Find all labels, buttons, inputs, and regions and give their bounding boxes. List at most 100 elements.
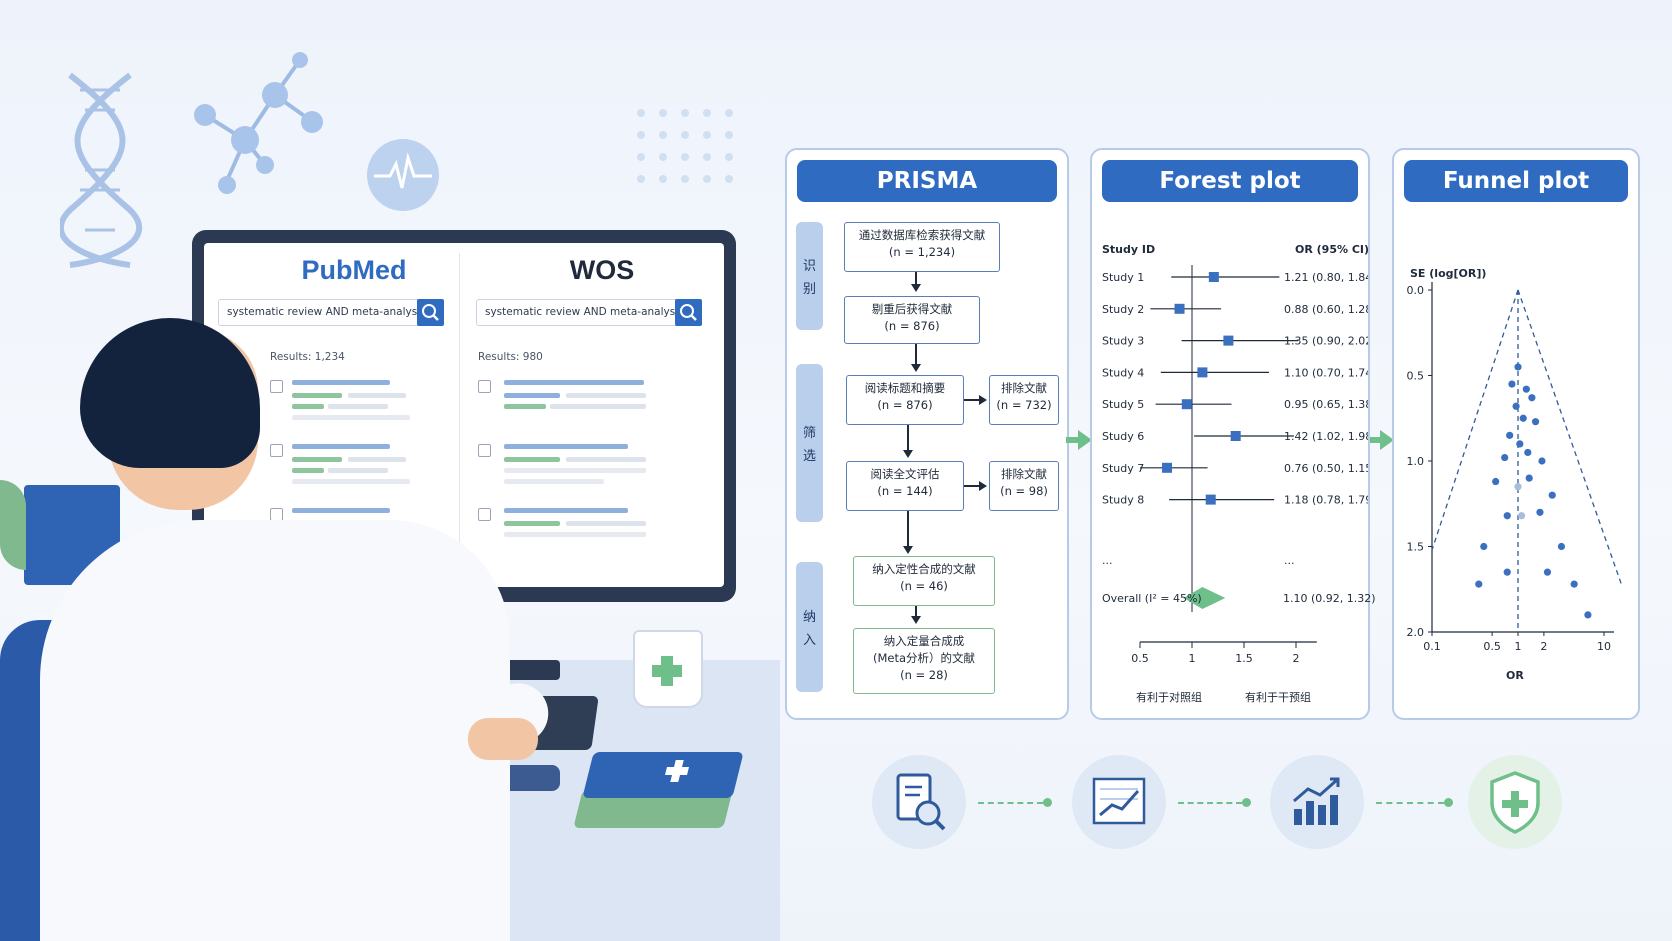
x-tick-label: 1: [1189, 652, 1196, 665]
funnel-right-bound: [1517, 289, 1623, 587]
stage-label: 别: [802, 282, 816, 297]
funnel-point: [1519, 414, 1527, 422]
funnel-left-bound: [1431, 289, 1519, 551]
checkbox[interactable]: [478, 508, 491, 521]
list-item[interactable]: [478, 508, 646, 558]
stage-inclusion: 纳入: [796, 562, 823, 692]
funnel-point: [1538, 457, 1546, 465]
funnel-point: [1522, 385, 1530, 393]
pubmed-search-input[interactable]: systematic review AND meta-analysis: [218, 299, 444, 326]
study-label: Study 5: [1102, 398, 1144, 411]
stage-label: 入: [802, 633, 816, 648]
funnel-point: [1543, 568, 1552, 576]
funnel-point: [1512, 402, 1520, 410]
arrow-icon: [903, 450, 913, 458]
workflow-step-search: [872, 755, 966, 849]
prisma-box-title-abstract: 阅读标题和摘要(n = 876): [846, 375, 964, 425]
x-tick-label: 1: [1515, 640, 1522, 653]
study-ci-label: 1.42 (1.02, 1.98): [1284, 430, 1368, 443]
funnel-point: [1517, 512, 1526, 520]
study-ci-label: 0.76 (0.50, 1.15): [1284, 462, 1368, 475]
workflow-connector: [1178, 802, 1242, 804]
study-point: [1230, 431, 1241, 441]
wos-title: WOS: [569, 255, 635, 285]
overall-ci: 1.10 (0.92, 1.32): [1283, 592, 1376, 605]
box-text: 阅读全文评估: [870, 467, 940, 481]
study-point: [1174, 303, 1185, 314]
researcher-hand: [468, 718, 538, 760]
list-item[interactable]: [270, 380, 425, 430]
x-tick-label: 2: [1540, 640, 1547, 653]
study-ci-label: 0.88 (0.60, 1.28): [1284, 303, 1368, 316]
study-ci-label: 1.35 (0.90, 2.02): [1284, 335, 1368, 348]
prisma-box-quantitative: 纳入定量合成成(Meta分析）的文献(n = 28): [853, 628, 995, 694]
molecule-icon: [194, 52, 323, 194]
checkbox[interactable]: [478, 380, 491, 393]
funnel-point: [1514, 483, 1522, 491]
stage-screening: 筛选: [796, 364, 823, 522]
wos-search-input[interactable]: systematic review AND meta-analysis: [476, 299, 702, 326]
x-tick-label: 0.1: [1423, 640, 1441, 653]
book-blue: [582, 752, 744, 798]
box-count: (n = 28): [900, 668, 948, 682]
stage-identification: 识别: [796, 222, 823, 330]
coffee-mug: [633, 630, 703, 708]
funnel-xlabel: OR: [1506, 669, 1524, 682]
prisma-title: PRISMA: [797, 160, 1057, 202]
list-item[interactable]: [478, 380, 646, 430]
checkbox[interactable]: [270, 444, 283, 457]
study-point: [1162, 462, 1173, 473]
xlabel-favors-intervention: 有利于干预组: [1245, 691, 1311, 704]
workflow-dot: [1444, 798, 1453, 807]
checkbox[interactable]: [478, 444, 491, 457]
pane-divider: [459, 253, 460, 573]
study-label: Study 2: [1102, 303, 1144, 316]
box-count: (n = 144): [877, 484, 933, 498]
arrow-icon: [911, 284, 921, 292]
box-text: 排除文献: [1001, 381, 1047, 395]
pubmed-search-button[interactable]: [417, 299, 444, 326]
prisma-box-excluded-2: 排除文献(n = 98): [989, 461, 1059, 511]
workflow-step-conclusion: [1468, 755, 1562, 849]
box-count: (n = 732): [996, 398, 1052, 412]
overall-label: Overall (I² = 45%): [1102, 592, 1202, 605]
stage-label: 识: [802, 259, 816, 274]
y-tick-label: 0.5: [1407, 370, 1425, 383]
illustration: PubMed systematic review AND meta-analys…: [0, 0, 780, 941]
box-text: 纳入定量合成成: [883, 634, 965, 648]
arrow-icon: [903, 546, 913, 554]
funnel-point: [1536, 508, 1544, 516]
wos-query: systematic review AND meta-analysis: [485, 306, 684, 318]
workflow-connector: [1376, 802, 1444, 804]
shield-plus-icon: [1490, 771, 1540, 834]
box-text: 排除文献: [1001, 467, 1047, 481]
medical-cross-icon: [652, 656, 682, 686]
search-document-icon: [896, 773, 946, 831]
col-or-ci: OR (95% CI): [1295, 243, 1370, 256]
funnel-point: [1480, 542, 1488, 551]
study-point: [1197, 367, 1208, 378]
study-point: [1181, 399, 1192, 410]
y-tick-label: 1.0: [1407, 455, 1425, 468]
forest-ellipsis: ...: [1102, 554, 1113, 567]
wos-search-button[interactable]: [675, 299, 702, 326]
box-count: (n = 46): [900, 579, 948, 593]
funnel-point: [1475, 580, 1483, 588]
study-label: Study 4: [1102, 366, 1144, 379]
study-label: Study 3: [1102, 335, 1144, 348]
stage-label: 选: [802, 449, 816, 464]
checkbox[interactable]: [270, 380, 283, 393]
stage-label: 纳: [802, 610, 816, 625]
box-text: 纳入定性合成的文献: [872, 562, 976, 576]
list-item[interactable]: [270, 444, 425, 494]
box-text: 剔重后获得文献: [871, 302, 953, 316]
heartbeat-icon: [367, 139, 439, 211]
funnel-title: Funnel plot: [1404, 160, 1628, 202]
study-ci-label: 0.95 (0.65, 1.38): [1284, 398, 1368, 411]
funnel-point: [1524, 448, 1532, 457]
flow-arrow-icon: [1380, 430, 1394, 450]
list-item[interactable]: [478, 444, 646, 494]
pubmed-title: PubMed: [301, 255, 407, 285]
